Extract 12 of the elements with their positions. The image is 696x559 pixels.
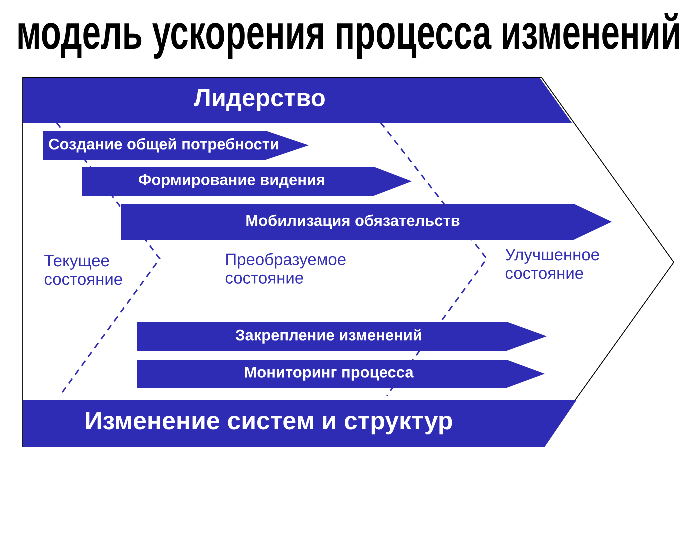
arrow-bar: Закрепление изменений [137,322,547,351]
arrow-bar: Формирование видения [82,167,412,196]
arrow-bar: Мониторинг процесса [137,360,545,388]
state-label: Текущее состояние [44,255,122,286]
state-label: Преобразуемое состояние [226,253,346,284]
chevron-outline [22,78,675,448]
arrow-bar: Создание общей потребности [43,131,309,160]
state-label: Улучшенное состояние [506,249,600,280]
title: модель ускорения процесса изменений [18,13,680,59]
arrow-bar: Мобилизация обязательств [121,204,612,240]
heading-band: Лидерство [23,78,572,123]
heading-band: Изменение систем и структур [23,400,577,447]
